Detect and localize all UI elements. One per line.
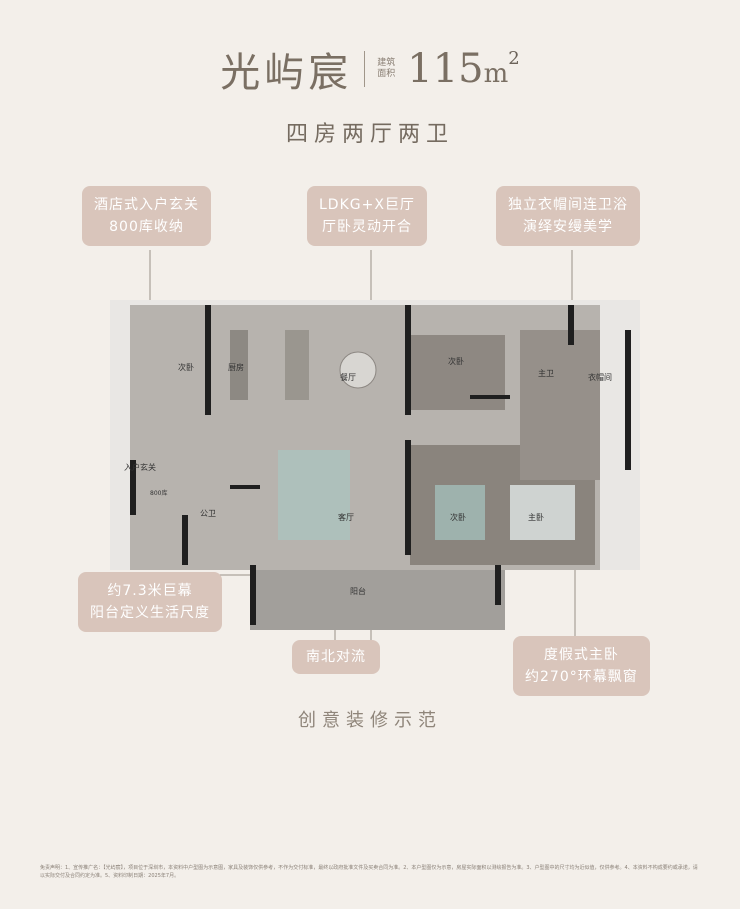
room-storage: 800库 [150,490,168,497]
room-kitchen: 厨房 [228,363,244,372]
room-balcony: 阳台 [350,587,366,596]
project-name: 光屿宸 [220,50,353,96]
room-closet: 衣帽间 [588,373,612,382]
callout-closet-line1: 独立衣帽间连卫浴 [508,197,628,213]
kitchen-island [285,330,309,400]
master-bed [510,485,575,540]
room-dining: 餐厅 [340,373,356,382]
wall-bedroom-s-west [405,440,411,555]
wall-kitchen-west [205,305,211,415]
room-bedroom-n: 次卧 [448,357,464,366]
callout-master-line1: 度假式主卧 [543,647,619,663]
area-exponent: 2 [508,48,520,69]
header: 光屿宸 建筑 面积 115m2 四房两厅两卫 [0,40,740,148]
wall-entry-west [130,460,136,515]
room-bedroom-nw: 次卧 [178,363,194,372]
callout-flow-line1: 南北对流 [306,649,366,665]
callout-ldkg: LDKG+X巨厅 厅卧灵动开合 [307,186,427,246]
kitchen-counter [230,330,248,400]
callout-closet: 独立衣帽间连卫浴 演绎安缦美学 [496,186,640,246]
living-rug [278,450,350,540]
area-label: 建筑 面积 [377,58,395,80]
callout-flow: 南北对流 [292,640,380,674]
room-master: 主卧 [528,513,544,522]
callout-ldkg-line1: LDKG+X巨厅 [319,197,415,213]
callout-entry-line1: 酒店式入户玄关 [94,197,199,213]
callout-balcony: 约7.3米巨幕 阳台定义生活尺度 [78,572,222,632]
room-public-bath: 公卫 [200,509,216,518]
area-figure: 115m2 [407,46,519,92]
wall-balcony-west [250,565,256,625]
wall-bedroom-n-west [405,305,411,415]
area-value: 115 [407,46,484,92]
wall-closet-east [625,330,631,470]
layout-subtitle: 四房两厅两卫 [285,122,454,147]
area-label-line2: 面积 [377,69,396,79]
callout-balcony-line2: 阳台定义生活尺度 [90,605,210,621]
wall-bath-north [230,485,260,489]
callout-master: 度假式主卧 约270°环幕飘窗 [513,636,650,696]
title-divider [364,51,366,87]
balcony-floor [250,570,505,630]
wall-closet-north [568,305,574,345]
closet-floor [520,330,600,480]
disclaimer-text: 免责声明：1、宣传推广名：【光屿宸】，项目位于深圳市，本资料中户型图为示意图，家… [40,865,698,879]
area-label-line1: 建筑 [377,58,396,68]
callout-entry: 酒店式入户玄关 800库收纳 [82,186,211,246]
room-entry: 入户玄关 [124,463,156,472]
callout-ldkg-line2: 厅卧灵动开合 [321,219,412,235]
floor-plan-drawing [110,300,640,630]
callout-entry-line2: 800库收纳 [109,219,184,235]
callout-balcony-line1: 约7.3米巨幕 [107,583,193,599]
bedroom-s-rug [435,485,485,540]
room-bedroom-s: 次卧 [450,513,466,522]
room-living: 客厅 [338,513,354,522]
room-master-bath: 主卫 [538,369,554,378]
callout-closet-line2: 演绎安缦美学 [523,219,613,235]
wall-bath-west [182,515,188,565]
floor-plan: 次卧 厨房 餐厅 次卧 主卫 衣帽间 入户玄关 800库 公卫 客厅 次卧 主卧… [110,290,640,640]
footer-tagline: 创意装修示范 [298,710,442,731]
area-unit: m [483,59,509,89]
dining-table [339,351,377,389]
callout-master-line2: 约270°环幕飘窗 [525,669,638,685]
wall-bedroom-n-south [470,395,510,399]
wall-balcony-east [495,565,501,605]
title-row: 光屿宸 建筑 面积 115m2 [0,40,740,98]
